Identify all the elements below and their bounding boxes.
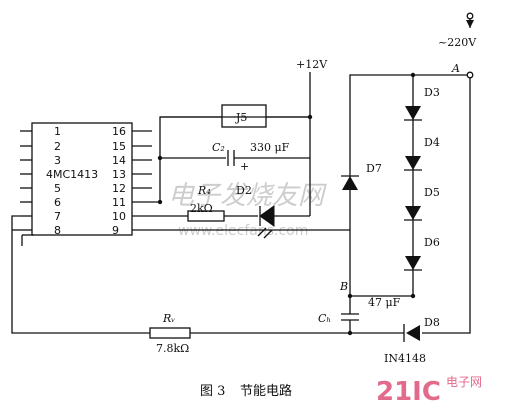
led-d2: D2 xyxy=(236,158,311,239)
relay-j5: J5 xyxy=(160,104,310,128)
cb-value: 47 μF xyxy=(368,296,401,309)
rv-label: Rᵥ xyxy=(162,312,175,325)
ic-pin-5: 5 xyxy=(54,182,61,195)
rv-value: 7.8kΩ xyxy=(156,342,189,355)
ic-pin-14: 14 xyxy=(112,154,126,167)
ic-pin-11: 11 xyxy=(112,196,126,209)
watermark-text: 电子发烧友网 xyxy=(168,181,327,211)
caption-figure: 图 3 xyxy=(200,384,225,399)
d4-label: D4 xyxy=(424,136,440,149)
supply-12v: +12V xyxy=(296,58,328,95)
ic-pin-2: 2 xyxy=(54,140,61,153)
caption-title: 节能电路 xyxy=(240,383,292,399)
d6-label: D6 xyxy=(424,236,440,249)
logo-subtext: 电子网 xyxy=(446,375,482,389)
ic-pin-13: 13 xyxy=(112,168,126,181)
d2-label: D2 xyxy=(236,184,252,197)
diode-d6: D6 xyxy=(404,236,440,271)
r4-value: 2kΩ xyxy=(190,202,213,215)
diode-d3: D3 xyxy=(404,86,440,121)
d8-label: D8 xyxy=(424,316,440,329)
supply-12v-label: +12V xyxy=(296,58,328,71)
c2-label: C₂ xyxy=(212,141,225,154)
ic-mc1413: 1 2 3 6 7 8 5 4MC1413 16 15 14 13 12 11 … xyxy=(20,122,152,237)
ic-pin-15: 15 xyxy=(112,140,126,153)
r4-label: R₄ xyxy=(197,184,211,197)
diode-d4: D4 xyxy=(404,136,440,171)
relay-label: J5 xyxy=(235,111,247,124)
c2-value: 330 μF xyxy=(250,141,290,154)
ic-pin-3: 3 xyxy=(54,154,61,167)
cb-label: Cₕ xyxy=(318,312,331,325)
diode-d7: D7 xyxy=(341,162,382,190)
ic-name: 4MC1413 xyxy=(46,168,98,181)
wires-ic xyxy=(11,90,351,334)
node-b-label: B xyxy=(339,280,348,293)
site-logo: 21IC 电子网 xyxy=(376,375,482,407)
capacitor-cb: B Cₕ 47 μF xyxy=(318,280,401,325)
in4148-label: IN4148 xyxy=(384,352,426,365)
c2-plus: + xyxy=(240,160,249,173)
ic-pin-10: 10 xyxy=(112,210,126,223)
ic-pin-9: 9 xyxy=(112,224,119,237)
ic-pin-16: 16 xyxy=(112,125,126,138)
d3-label: D3 xyxy=(424,86,440,99)
ic-pin-1: 1 xyxy=(54,125,61,138)
logo-text: 21IC xyxy=(376,377,441,407)
watermark-url: www.elecfans.com xyxy=(178,223,308,239)
resistor-rv: Rᵥ 7.8kΩ xyxy=(149,312,191,355)
d5-label: D5 xyxy=(424,186,440,199)
d7-label: D7 xyxy=(366,162,382,175)
ic-pin-6: 6 xyxy=(54,196,61,209)
ic-pin-12: 12 xyxy=(112,182,126,195)
diode-d8: D8 IN4148 xyxy=(384,316,440,365)
ic-pin-7: 7 xyxy=(54,210,61,223)
resistor-r4: R₄ 2kΩ xyxy=(187,184,258,222)
supply-220v: ~220V A xyxy=(438,19,477,75)
ic-pin-8: 8 xyxy=(54,224,61,237)
node-a-label: A xyxy=(451,62,460,75)
figure-caption: 图 3 节能电路 xyxy=(200,383,292,399)
capacitor-c2: C₂ 330 μF + xyxy=(160,117,311,173)
supply-220v-label: ~220V xyxy=(438,36,477,49)
diode-d5: D5 xyxy=(404,186,440,221)
junction-dots xyxy=(157,12,474,336)
